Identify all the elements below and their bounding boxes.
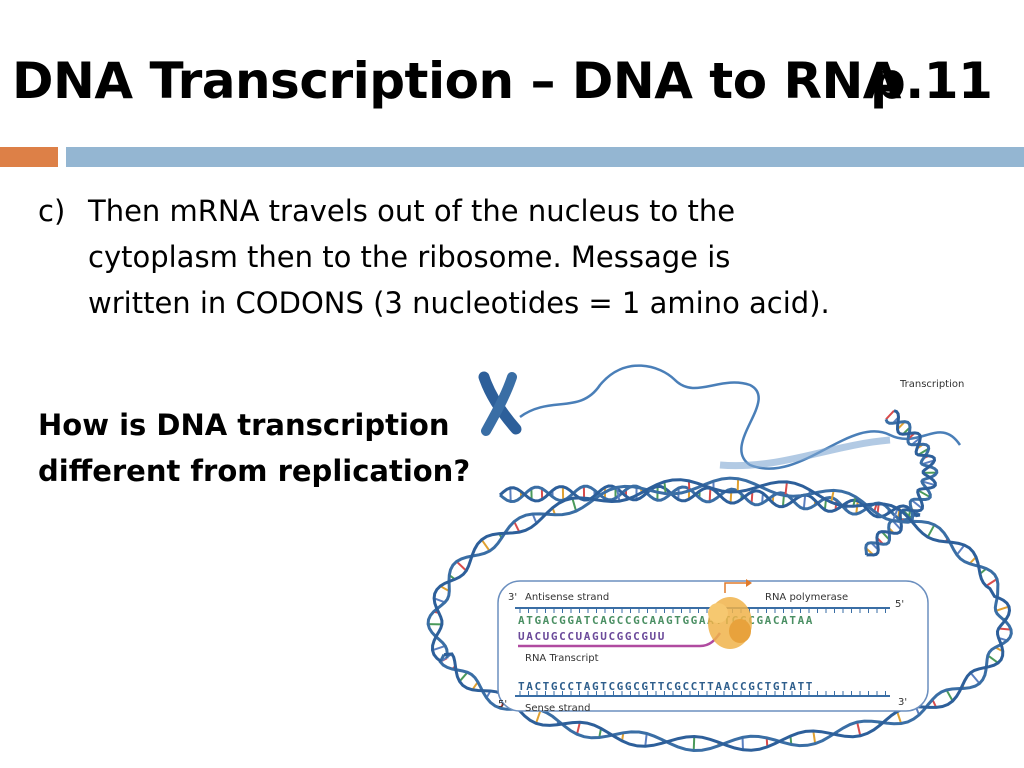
helix-rung	[830, 490, 835, 503]
helix-rung	[663, 481, 667, 494]
chromatin-thread	[519, 364, 962, 470]
helix-backbone	[430, 478, 1012, 752]
bullet-marker: c)	[38, 194, 66, 228]
helix-rung	[896, 711, 903, 724]
accent-bar-orange	[0, 147, 58, 167]
helix-rung	[784, 481, 788, 496]
helix-rung	[892, 508, 899, 522]
end-5-top: 5'	[895, 599, 904, 610]
helix-rung	[439, 585, 450, 593]
helix-rung	[531, 513, 538, 524]
question: How is DNA transcription different from …	[38, 402, 470, 494]
page-number: p.11	[870, 52, 993, 110]
helix-rung	[615, 487, 621, 502]
helix-rung	[945, 689, 954, 702]
helix-rung	[921, 480, 936, 487]
helix-rung	[535, 709, 542, 724]
antisense-sequence: ATGACGGATCAGCCGCAAGTGGAATTGGCGACATAA	[518, 614, 814, 627]
polymerase-label: RNA polymerase	[765, 592, 848, 603]
question-line-1: How is DNA transcription	[38, 408, 450, 442]
helix-rung	[856, 721, 862, 736]
helix-rung	[812, 730, 817, 744]
bullet-text: Then mRNA travels out of the nucleus to …	[88, 188, 988, 326]
helix-backbone	[866, 409, 937, 557]
helix-backbone	[426, 476, 1013, 753]
transcription-diagram: Transcription 3' Antisense strand RNA po…	[426, 364, 1013, 753]
helix-rung	[692, 736, 696, 751]
helix-rung	[687, 480, 691, 491]
rna-sequence: UACUGCCUAGUCGGCGUU	[518, 630, 666, 643]
bullet-line-2: cytoplasm then to the ribosome. Message …	[88, 240, 731, 274]
helix-rung	[480, 539, 491, 552]
end-5-bottom: 5'	[498, 699, 507, 710]
helix-rung	[576, 722, 581, 735]
rna-transcript-label: RNA Transcript	[525, 653, 599, 664]
slide-title-text: DNA Transcription – DNA to RNA	[12, 52, 902, 110]
end-3-top: 3'	[508, 592, 517, 603]
helix-rung	[956, 544, 966, 556]
end-3-bottom: 3'	[898, 697, 907, 708]
dna-double-helix	[426, 409, 1013, 753]
helix-rung	[644, 733, 648, 747]
helix-rung	[995, 605, 1010, 612]
transcription-label: Transcription	[899, 379, 964, 390]
bullet-line-3: written in CODONS (3 nucleotides = 1 ami…	[88, 286, 830, 320]
helix-rung	[802, 494, 807, 509]
helix-rung	[571, 498, 578, 512]
chromosome-icon	[478, 371, 522, 436]
helix-rung	[433, 597, 446, 604]
antisense-label: Antisense strand	[525, 592, 609, 603]
helix-rung	[708, 488, 712, 502]
bullet-line-1: Then mRNA travels out of the nucleus to …	[88, 194, 736, 228]
helix-rung	[998, 627, 1012, 631]
helix-rung	[455, 560, 467, 572]
helix-rung	[926, 524, 936, 538]
helix-rung	[917, 489, 931, 499]
helix-rung	[987, 654, 999, 664]
helix-rung	[513, 521, 521, 533]
helix-rung	[458, 671, 469, 683]
question-line-2: different from replication?	[38, 454, 471, 488]
rna-polymerase-icon	[708, 579, 752, 649]
chromatin-ribbon	[719, 436, 891, 470]
helix-backbone	[499, 484, 921, 522]
sense-sequence: TACTGCCTAGTCGGCGTTCGCCTTAACCGCTGTATT	[518, 680, 814, 693]
helix-rung	[910, 499, 923, 510]
helix-backbone	[864, 418, 939, 556]
transcription-bubble	[497, 580, 929, 712]
helix-rung	[852, 496, 857, 507]
sense-ticks	[519, 691, 886, 696]
helix-rung	[985, 578, 998, 587]
helix-rung	[969, 672, 981, 685]
helix-rung	[885, 410, 895, 420]
accent-bar-blue	[66, 147, 1024, 167]
slide-title: DNA Transcription – DNA to RNA p.11	[12, 52, 993, 110]
helix-rung	[750, 491, 754, 504]
sense-label: Sense strand	[525, 703, 590, 714]
helix-rung	[855, 500, 859, 515]
helix-rung	[432, 645, 446, 652]
